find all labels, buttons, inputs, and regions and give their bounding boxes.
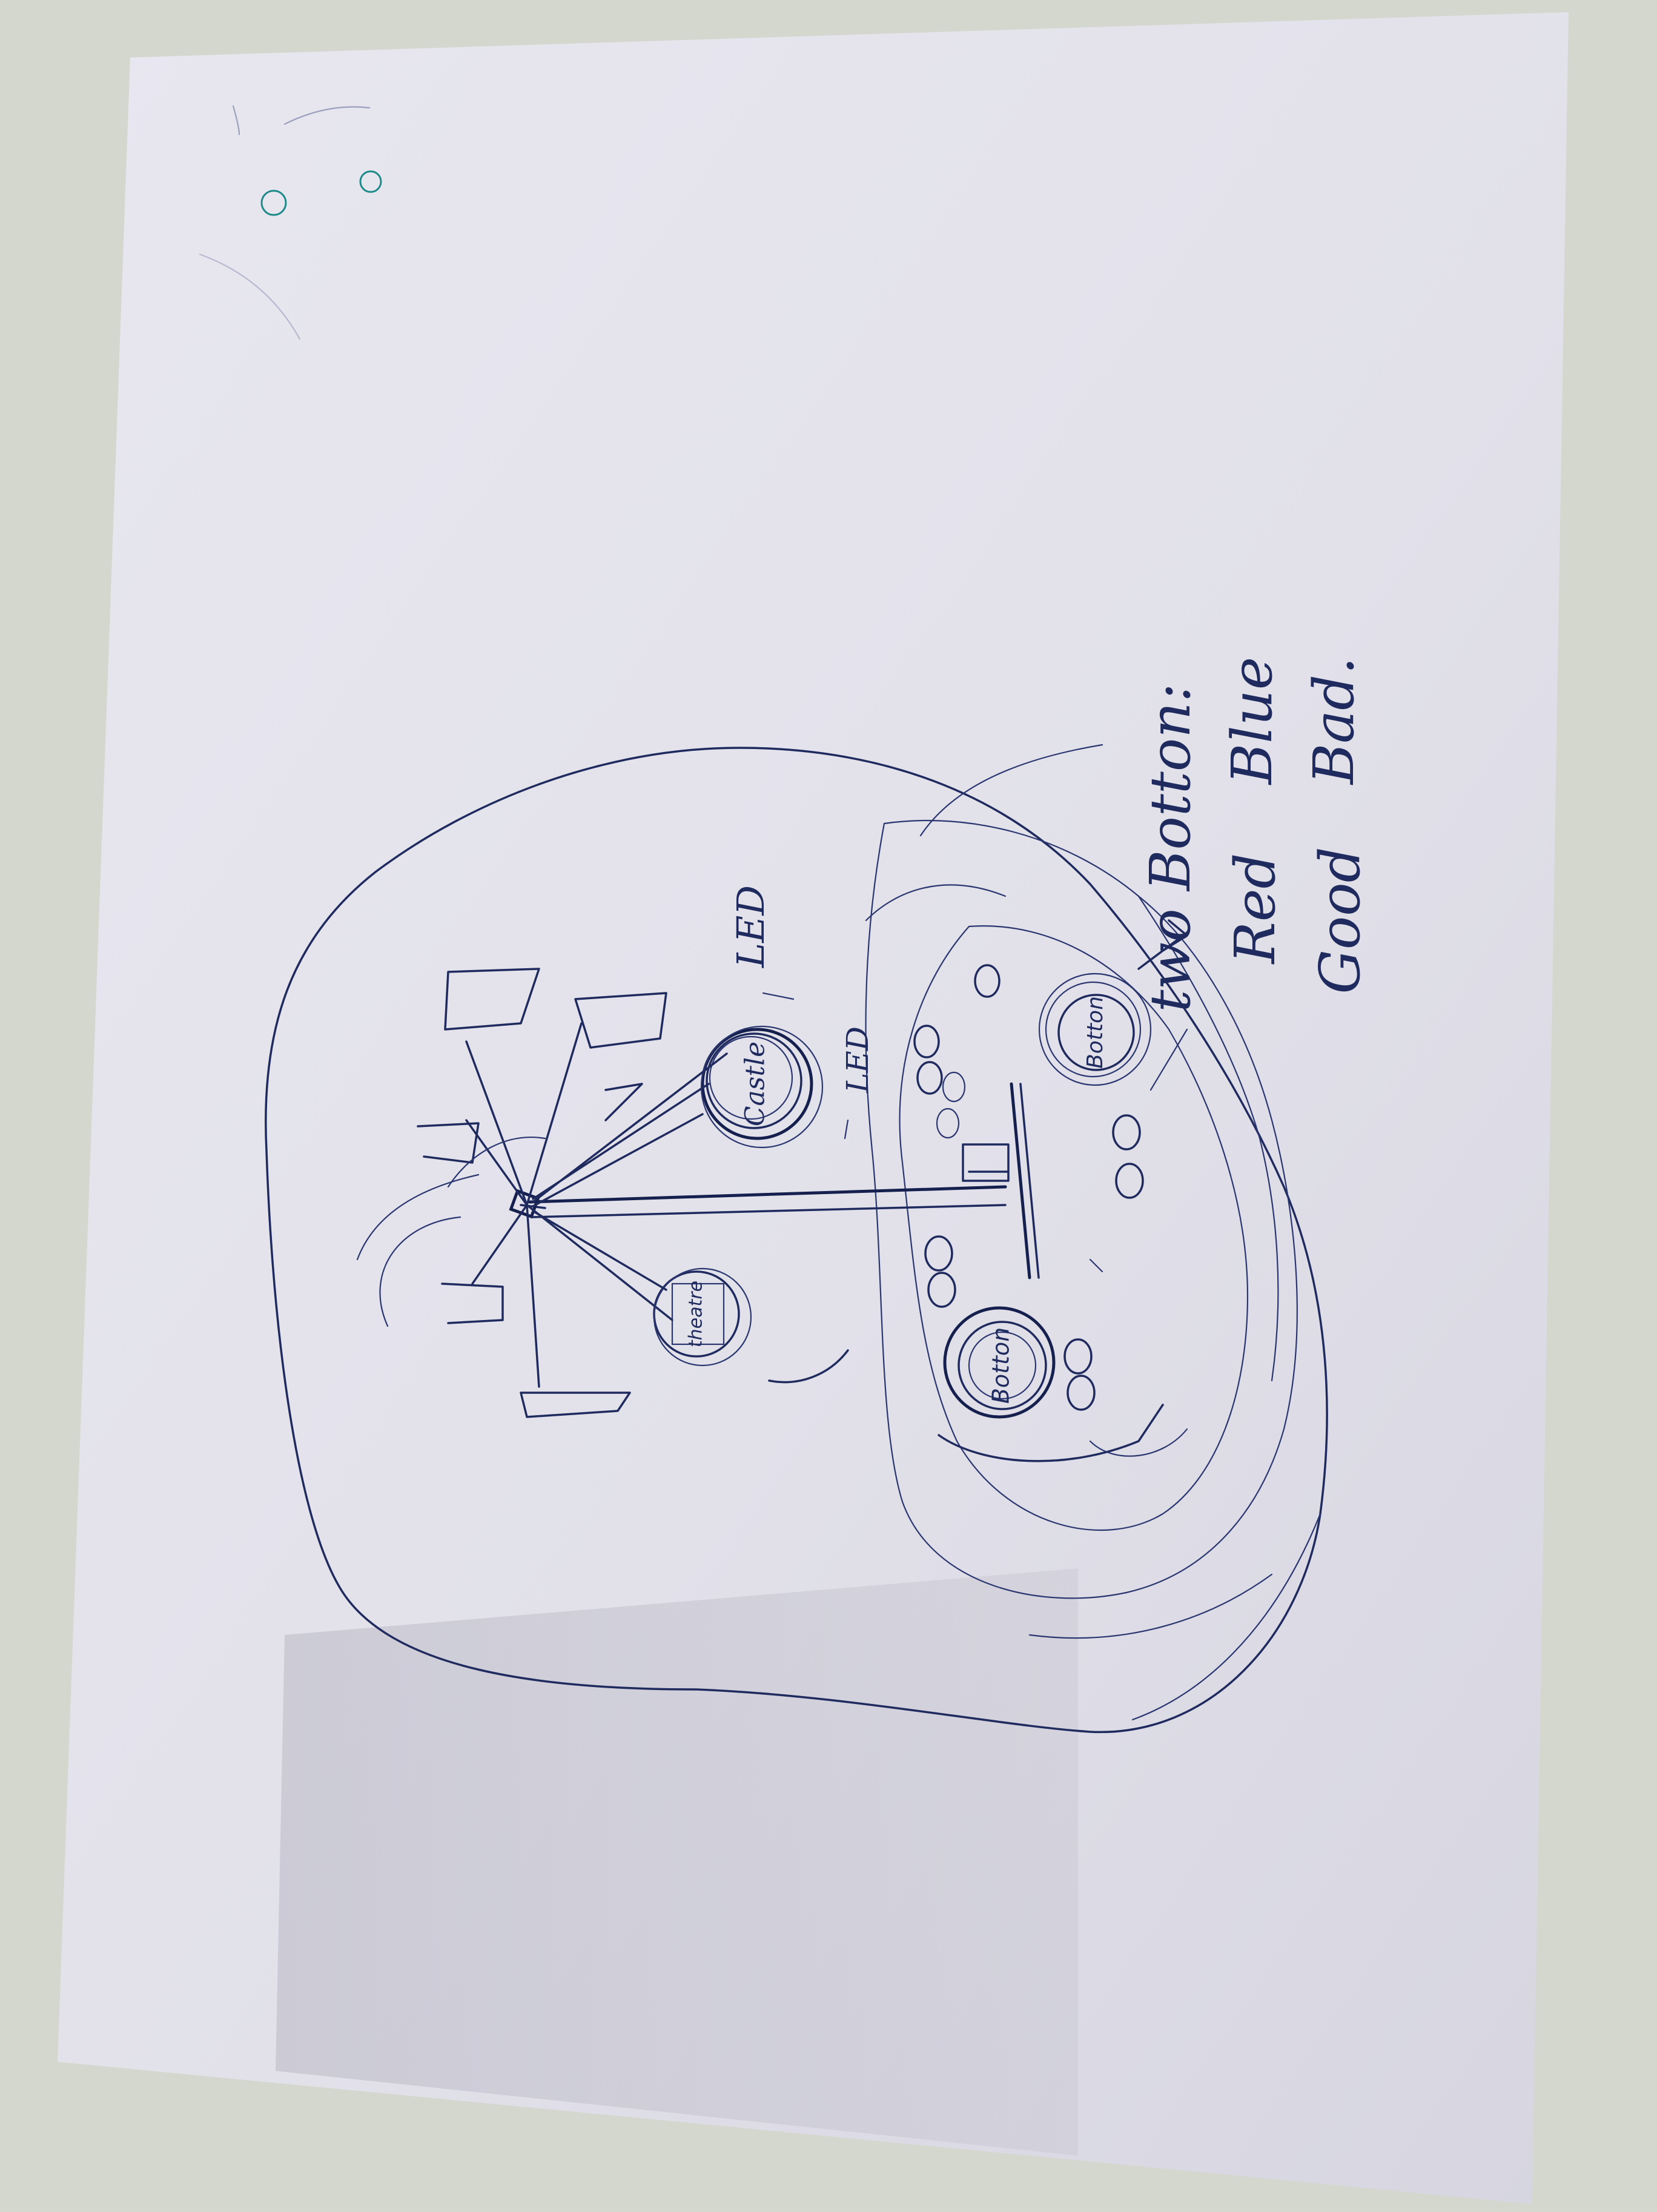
note-blue: Blue xyxy=(1220,657,1285,786)
note-two-button: two Botton: xyxy=(1138,684,1203,1012)
note-bad: Bad. xyxy=(1301,657,1366,786)
button-label-left: Botton xyxy=(988,1327,1014,1404)
button-label-right: Botton xyxy=(1083,996,1108,1069)
castle-label: Castle xyxy=(740,1042,771,1126)
camera-shadow xyxy=(276,1568,1078,2156)
note-good: Good xyxy=(1308,847,1372,994)
theatre-label: theatre xyxy=(686,1281,707,1347)
led-label-2: LED xyxy=(840,1026,875,1094)
note-red: Red xyxy=(1223,853,1288,965)
led-label-1: LED xyxy=(729,885,773,968)
